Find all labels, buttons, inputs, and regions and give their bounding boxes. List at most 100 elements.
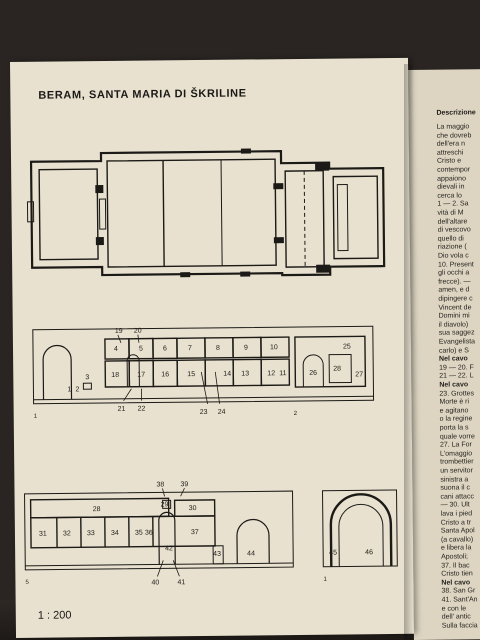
right-page-line: dell'era n xyxy=(436,140,466,148)
right-page-line: dell'altare xyxy=(437,217,468,226)
panel-43: 43 xyxy=(213,551,221,558)
right-page-line: 38. San Gr xyxy=(441,587,476,596)
right-page-line: — 30. Ult xyxy=(440,501,470,510)
right-page-line: e con le xyxy=(441,605,467,613)
right-page-line: Nel cavo xyxy=(438,355,468,363)
right-page-line: attreschi xyxy=(436,149,464,157)
right-page-line: 27. La For xyxy=(439,441,472,449)
panel-7: 7 xyxy=(188,345,192,352)
right-page-line: Cristo e xyxy=(436,157,462,166)
elevation-1 xyxy=(32,325,375,405)
right-page-line: 21 — 22. L xyxy=(439,372,474,381)
panel-3: 3 xyxy=(85,374,89,381)
right-page-line: suona il c xyxy=(440,484,470,492)
panel-36: 36 xyxy=(145,530,153,537)
right-page-line: Vincent de xyxy=(438,303,472,312)
right-page-line: 23. Grottes xyxy=(439,389,475,398)
label-19: 19 xyxy=(115,328,123,335)
right-page-line: Nel cavo xyxy=(441,579,471,587)
panel-16: 16 xyxy=(161,371,169,378)
book-gutter xyxy=(404,64,414,640)
right-page-line: sinistra a xyxy=(440,475,469,484)
right-page-line: riazione ( xyxy=(437,243,467,252)
right-page-line: trombettier xyxy=(440,458,474,467)
section-marker-5: 5 xyxy=(25,580,29,586)
architectural-drawing: 19 20 4 5 6 7 8 9 10 18 17 16 15 14 13 1… xyxy=(24,148,398,587)
panel-2: 2 xyxy=(75,386,79,393)
panel-18: 18 xyxy=(111,372,119,379)
right-page-line: appaiono xyxy=(437,174,466,183)
right-page-line: dievali in xyxy=(437,183,465,191)
label-41: 41 xyxy=(177,579,185,586)
panel-35: 35 xyxy=(135,530,143,537)
right-page-line: Domini mi xyxy=(438,312,470,320)
label-20: 20 xyxy=(134,328,142,335)
floor-plan xyxy=(26,148,386,278)
panel-10: 10 xyxy=(270,344,278,351)
panel-4: 4 xyxy=(114,346,118,353)
panel-46: 46 xyxy=(365,549,373,556)
right-page-line: carlo) e S xyxy=(438,346,469,355)
right-page-line: che dovreb xyxy=(436,131,472,140)
right-page-line: 41. Sant'An xyxy=(441,596,478,604)
panel-12: 12 xyxy=(267,370,275,377)
right-page-line: Santa Apol xyxy=(440,527,475,535)
panel-9: 9 xyxy=(244,345,248,352)
right-page-line: e libera la xyxy=(440,544,472,553)
right-page-line: L'omaggio xyxy=(439,450,473,458)
panel-30: 30 xyxy=(189,505,197,512)
right-page-line: cani attacc xyxy=(440,493,474,501)
right-page-line: frecce). — xyxy=(438,278,471,286)
right-page-line: contempor xyxy=(437,166,471,174)
right-page-line: di vescovo xyxy=(437,226,471,234)
right-page-line: vità di M xyxy=(437,209,464,217)
right-page-line: porta la s xyxy=(439,424,469,432)
right-page-line: 37. Il bac xyxy=(441,561,470,570)
label-24: 24 xyxy=(218,409,226,416)
panel-13: 13 xyxy=(241,371,249,378)
scale-label: 1 : 200 xyxy=(37,609,72,622)
label-38: 38 xyxy=(156,481,164,488)
panel-25: 25 xyxy=(343,343,351,350)
right-page-line: 19 — 20. F xyxy=(439,364,474,372)
right-page-line: cerca lo xyxy=(437,192,462,200)
panel-17: 17 xyxy=(137,372,145,379)
right-page-line: gli occhi a xyxy=(438,269,470,277)
panel-37: 37 xyxy=(191,529,199,536)
panel-14: 14 xyxy=(223,371,231,378)
panel-33: 33 xyxy=(87,530,95,537)
right-page-line: (a cavallo) xyxy=(440,536,474,544)
right-page-line: quello di xyxy=(437,235,464,243)
panel-28: 28 xyxy=(93,506,101,513)
right-page-line: Sulla faccia xyxy=(441,622,478,630)
panel-27: 27 xyxy=(355,371,363,378)
panel-5: 5 xyxy=(139,346,143,353)
right-page-line: Evangelista xyxy=(438,338,476,346)
label-29: 29 xyxy=(161,501,169,508)
panel-31: 31 xyxy=(39,531,47,538)
section-marker-1b: 1 xyxy=(323,577,327,583)
panel-34: 34 xyxy=(111,530,119,537)
section-marker-2: 2 xyxy=(294,411,298,417)
panel-11: 11 xyxy=(279,370,286,377)
label-39: 39 xyxy=(180,481,188,488)
left-page: BERAM, SANTA MARIA DI ŠKRILINE xyxy=(10,57,415,638)
right-page-line: quale vorre xyxy=(439,432,475,441)
right-page-line: un servitor xyxy=(440,467,473,475)
label-23: 23 xyxy=(200,409,208,416)
right-page-line: lava i pied xyxy=(440,510,473,518)
section-marker-1: 1 xyxy=(34,414,38,420)
right-page-line: Cristo tien xyxy=(441,570,473,578)
panel-6: 6 xyxy=(163,345,167,352)
right-page-line: sua saggez xyxy=(438,329,475,338)
panel-32: 32 xyxy=(63,530,71,537)
right-page-line: 1 — 2. Sa xyxy=(437,200,469,209)
right-page-line: Morte è ri xyxy=(439,398,470,406)
label-22: 22 xyxy=(138,406,146,413)
elevation-2 xyxy=(24,488,294,577)
panel-8: 8 xyxy=(216,345,220,352)
right-page-heading: Descrizione xyxy=(436,109,476,117)
right-page-line: 10. Present xyxy=(438,260,474,269)
